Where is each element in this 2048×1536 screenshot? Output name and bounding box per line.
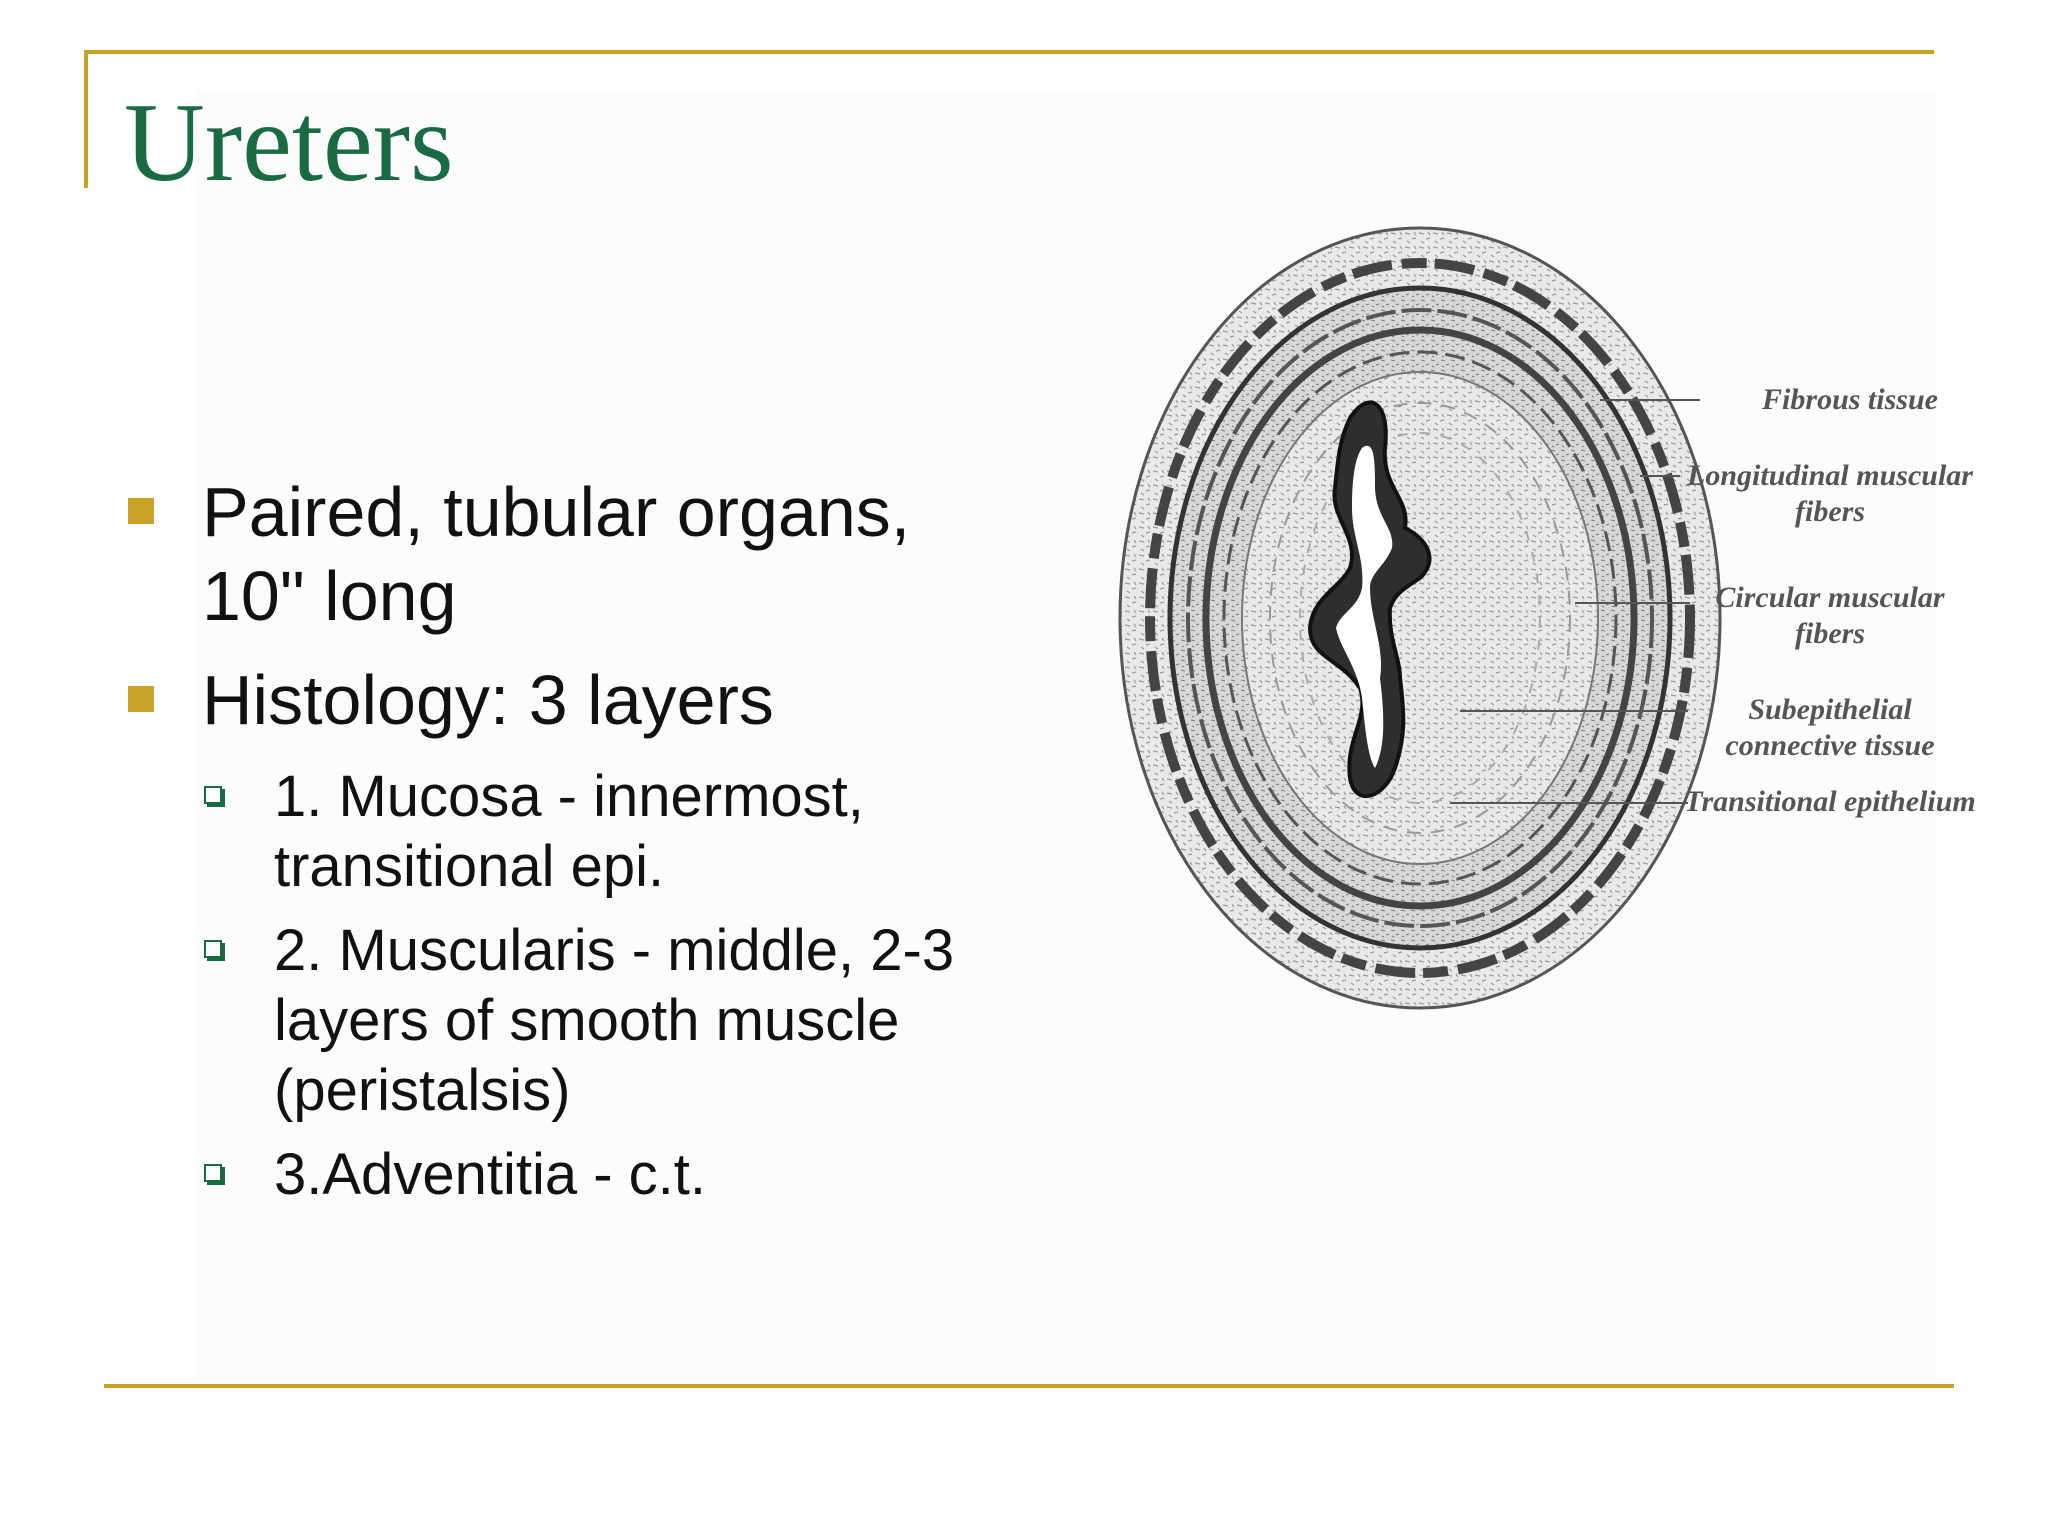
sub-bullet-item: 2. Muscularis - middle, 2-3 layers of sm… xyxy=(124,916,1024,1126)
sub-bullet-item: 3.Adventitia - c.t. xyxy=(124,1140,1024,1210)
bullet-item: Histology: 3 layers xyxy=(124,658,1024,742)
label-subepithelial-tissue: Subepithelial connective tissue xyxy=(1725,693,1935,762)
bottom-rule xyxy=(104,1384,1954,1388)
ureter-cross-section-illustration xyxy=(1118,226,1722,1010)
tissue-layers xyxy=(1118,226,1722,1010)
label-transitional-epithelium: Transitional epithelium xyxy=(1684,785,1976,818)
bullet-text: Histology: 3 layers xyxy=(202,661,774,739)
bullet-text: Paired, tubular organs, 10" long xyxy=(202,473,911,635)
sub-bullet-text: 2. Muscularis - middle, 2-3 layers of sm… xyxy=(274,918,955,1123)
ureter-cross-section-figure: Fibrous tissue Longitudinal muscular fib… xyxy=(1040,118,1980,1168)
square-bullet-icon xyxy=(128,498,154,524)
bullet-item: Paired, tubular organs, 10" long xyxy=(124,470,1024,638)
sub-bullet-text: 1. Mucosa - innermost, transitional epi. xyxy=(274,764,864,899)
label-fibrous-tissue: Fibrous tissue xyxy=(1762,383,1938,416)
lumen xyxy=(1336,445,1393,768)
slide-title: Ureters xyxy=(124,81,454,205)
top-rule xyxy=(84,50,1934,54)
box-bullet-icon xyxy=(204,786,225,807)
bullet-list: Paired, tubular organs, 10" long Histolo… xyxy=(124,470,1024,1224)
sub-bullet-item: 1. Mucosa - innermost, transitional epi. xyxy=(124,762,1024,902)
box-bullet-icon xyxy=(204,940,225,961)
sub-bullet-text: 3.Adventitia - c.t. xyxy=(274,1142,706,1207)
leader-lines xyxy=(1450,399,1700,804)
label-circular-fibers: Circular muscular fibers xyxy=(1715,581,1945,650)
box-bullet-icon xyxy=(204,1164,225,1185)
label-longitudinal-fibers: Longitudinal muscular fibers xyxy=(1687,459,1973,528)
square-bullet-icon xyxy=(128,686,154,712)
left-rule xyxy=(84,50,88,188)
